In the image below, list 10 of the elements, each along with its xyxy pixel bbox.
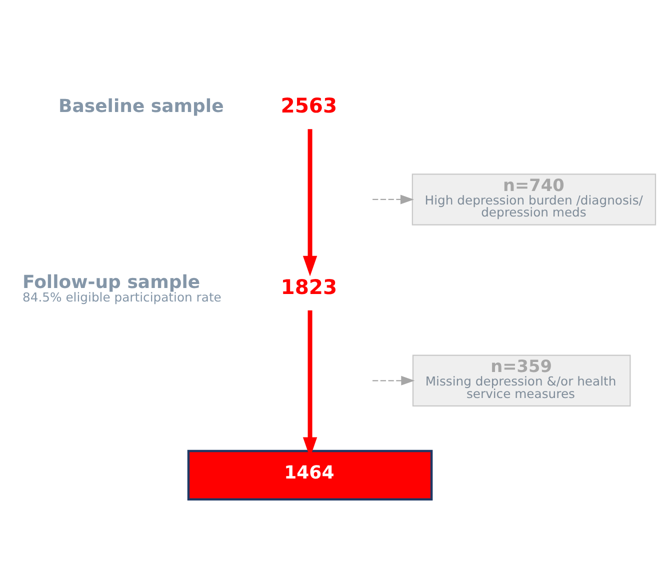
node-text: 1823 <box>280 274 337 298</box>
arrow <box>302 128 317 276</box>
arrow <box>372 194 414 204</box>
arrow <box>372 375 414 385</box>
node-label: Baseline sample <box>58 96 224 117</box>
node-box: n=359 Missing depression &/or health service measures <box>412 354 630 406</box>
node-box: 1464 <box>186 449 432 500</box>
node-label: Follow-up sample <box>22 272 200 293</box>
node-box: n=740 High depression burden /diagnosis/ depression meds <box>411 173 656 225</box>
node-text: 2563 <box>280 93 337 118</box>
